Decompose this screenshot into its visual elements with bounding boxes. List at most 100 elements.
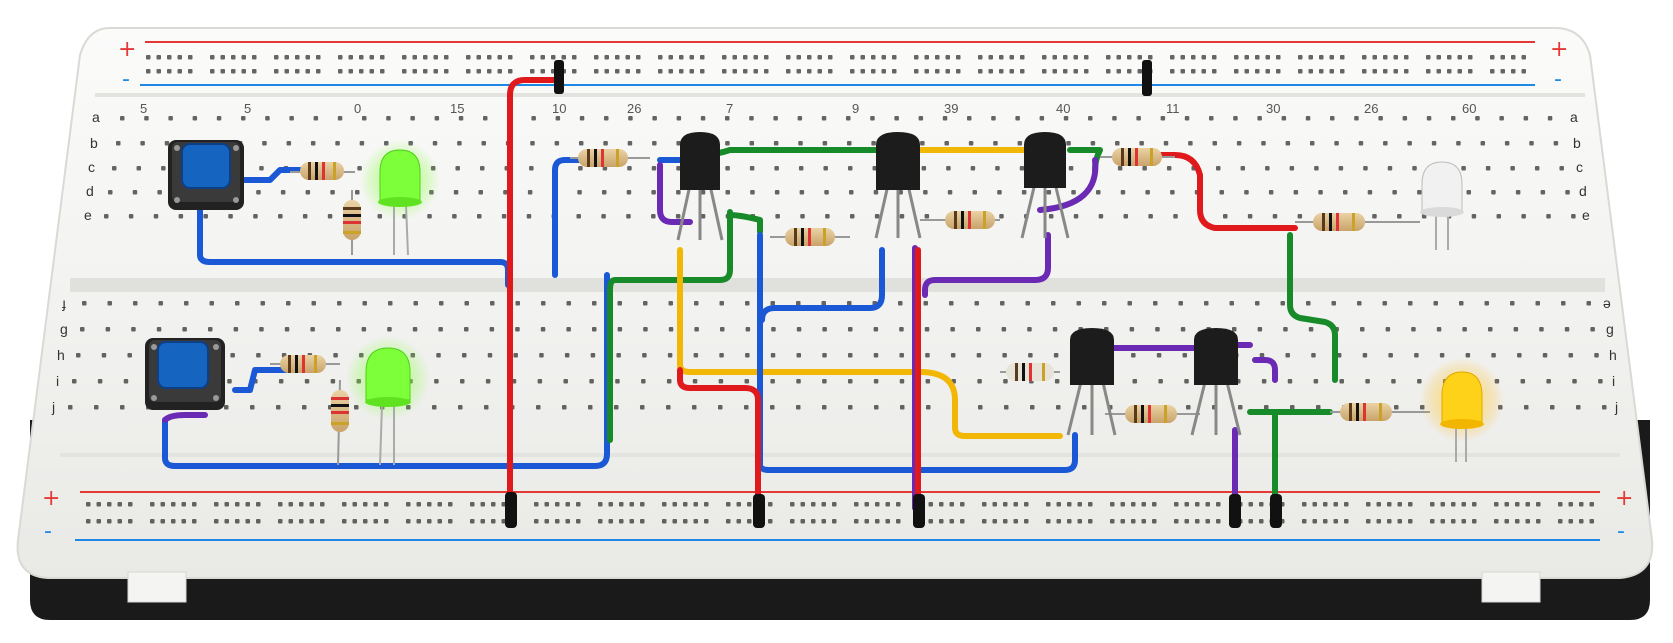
transistor[interactable] [874, 132, 922, 239]
hole [210, 69, 215, 74]
resistor[interactable] [1330, 403, 1430, 421]
hole [1393, 69, 1398, 74]
hole [1594, 353, 1599, 358]
hole [683, 519, 688, 524]
red-wire[interactable] [1117, 152, 1298, 231]
hole [288, 502, 293, 507]
hole [1311, 353, 1316, 358]
column-number: 11 [1166, 101, 1180, 116]
hole [1412, 166, 1417, 171]
hole [1504, 519, 1509, 524]
jumper-pin[interactable] [1229, 494, 1241, 528]
blue-wire[interactable] [232, 367, 303, 393]
resistor[interactable] [290, 162, 355, 180]
hole [245, 519, 250, 524]
resistor[interactable] [770, 228, 850, 246]
resistor[interactable] [1000, 363, 1060, 381]
red-wire[interactable] [677, 367, 761, 501]
jumper-pin[interactable] [505, 492, 517, 528]
row-label: c [88, 159, 95, 175]
hole [1367, 190, 1373, 195]
purple-wire[interactable] [657, 162, 693, 225]
hole [132, 190, 138, 195]
hole [156, 69, 161, 74]
jumper-pin[interactable] [554, 60, 564, 94]
led-green-top[interactable] [360, 140, 440, 256]
resistor[interactable] [920, 211, 1000, 229]
hole [413, 301, 418, 306]
resistor[interactable] [1295, 213, 1420, 231]
green-wire[interactable] [1287, 232, 1338, 383]
resistor[interactable] [343, 190, 361, 255]
purple-wire[interactable] [162, 412, 208, 423]
transistor[interactable] [1020, 132, 1070, 239]
hole [950, 327, 955, 332]
resistor[interactable] [570, 149, 650, 167]
blue-wire[interactable] [552, 157, 583, 278]
hole [1336, 353, 1342, 358]
hole [604, 69, 609, 74]
hole [602, 166, 608, 171]
hole [1447, 69, 1452, 74]
purple-wire[interactable] [1252, 357, 1278, 383]
transistor[interactable] [1190, 328, 1242, 436]
hole [743, 69, 748, 74]
led-yellow[interactable] [1420, 358, 1504, 462]
hole [1312, 502, 1317, 507]
hole [1472, 519, 1477, 524]
hole [871, 55, 876, 60]
hole [1561, 301, 1566, 306]
pushbutton-bottom[interactable] [145, 338, 225, 410]
blue-wire[interactable] [242, 167, 303, 183]
transistor[interactable] [676, 132, 724, 241]
row-label: i [56, 373, 59, 389]
jumper-pin[interactable] [1270, 494, 1282, 528]
hole [1319, 69, 1324, 74]
hole [487, 55, 492, 60]
hole [208, 327, 213, 332]
hole [210, 55, 215, 60]
hole [925, 353, 930, 358]
blue-wire[interactable] [162, 272, 610, 469]
hole [978, 55, 983, 60]
hole [278, 379, 284, 384]
purple-wire[interactable] [922, 232, 1051, 298]
resistor[interactable] [1100, 148, 1175, 166]
hole [540, 55, 545, 60]
hole [722, 69, 727, 74]
hole [466, 69, 471, 74]
hole [736, 502, 741, 507]
jumper-pin[interactable] [1142, 60, 1152, 96]
hole [256, 353, 261, 358]
hole [286, 141, 292, 146]
hole [146, 55, 151, 60]
hole [1020, 55, 1025, 60]
hole [589, 379, 594, 384]
hole [800, 214, 805, 219]
led-white[interactable] [1420, 161, 1464, 250]
led-green-bottom[interactable] [346, 336, 430, 466]
jumper-pin[interactable] [913, 494, 925, 528]
green-wire[interactable] [607, 209, 733, 443]
hole [725, 190, 730, 195]
resistor[interactable] [1105, 405, 1200, 423]
hole [1027, 327, 1032, 332]
hole [972, 190, 977, 195]
resistor[interactable] [270, 355, 340, 373]
red-wire[interactable] [507, 77, 563, 498]
hole [860, 55, 865, 60]
hole [245, 502, 250, 507]
hole [515, 327, 520, 332]
hole [626, 214, 631, 219]
transistor[interactable] [1066, 328, 1117, 436]
hole [1153, 301, 1158, 306]
resistor[interactable] [331, 379, 349, 466]
hole [72, 379, 77, 384]
hole [1110, 519, 1115, 524]
purple-wire[interactable] [1037, 157, 1099, 213]
blue-wire[interactable] [759, 247, 885, 323]
pushbutton-top[interactable] [168, 140, 244, 210]
hole [651, 166, 657, 171]
jumper-pin[interactable] [753, 494, 765, 528]
hole [274, 69, 279, 74]
